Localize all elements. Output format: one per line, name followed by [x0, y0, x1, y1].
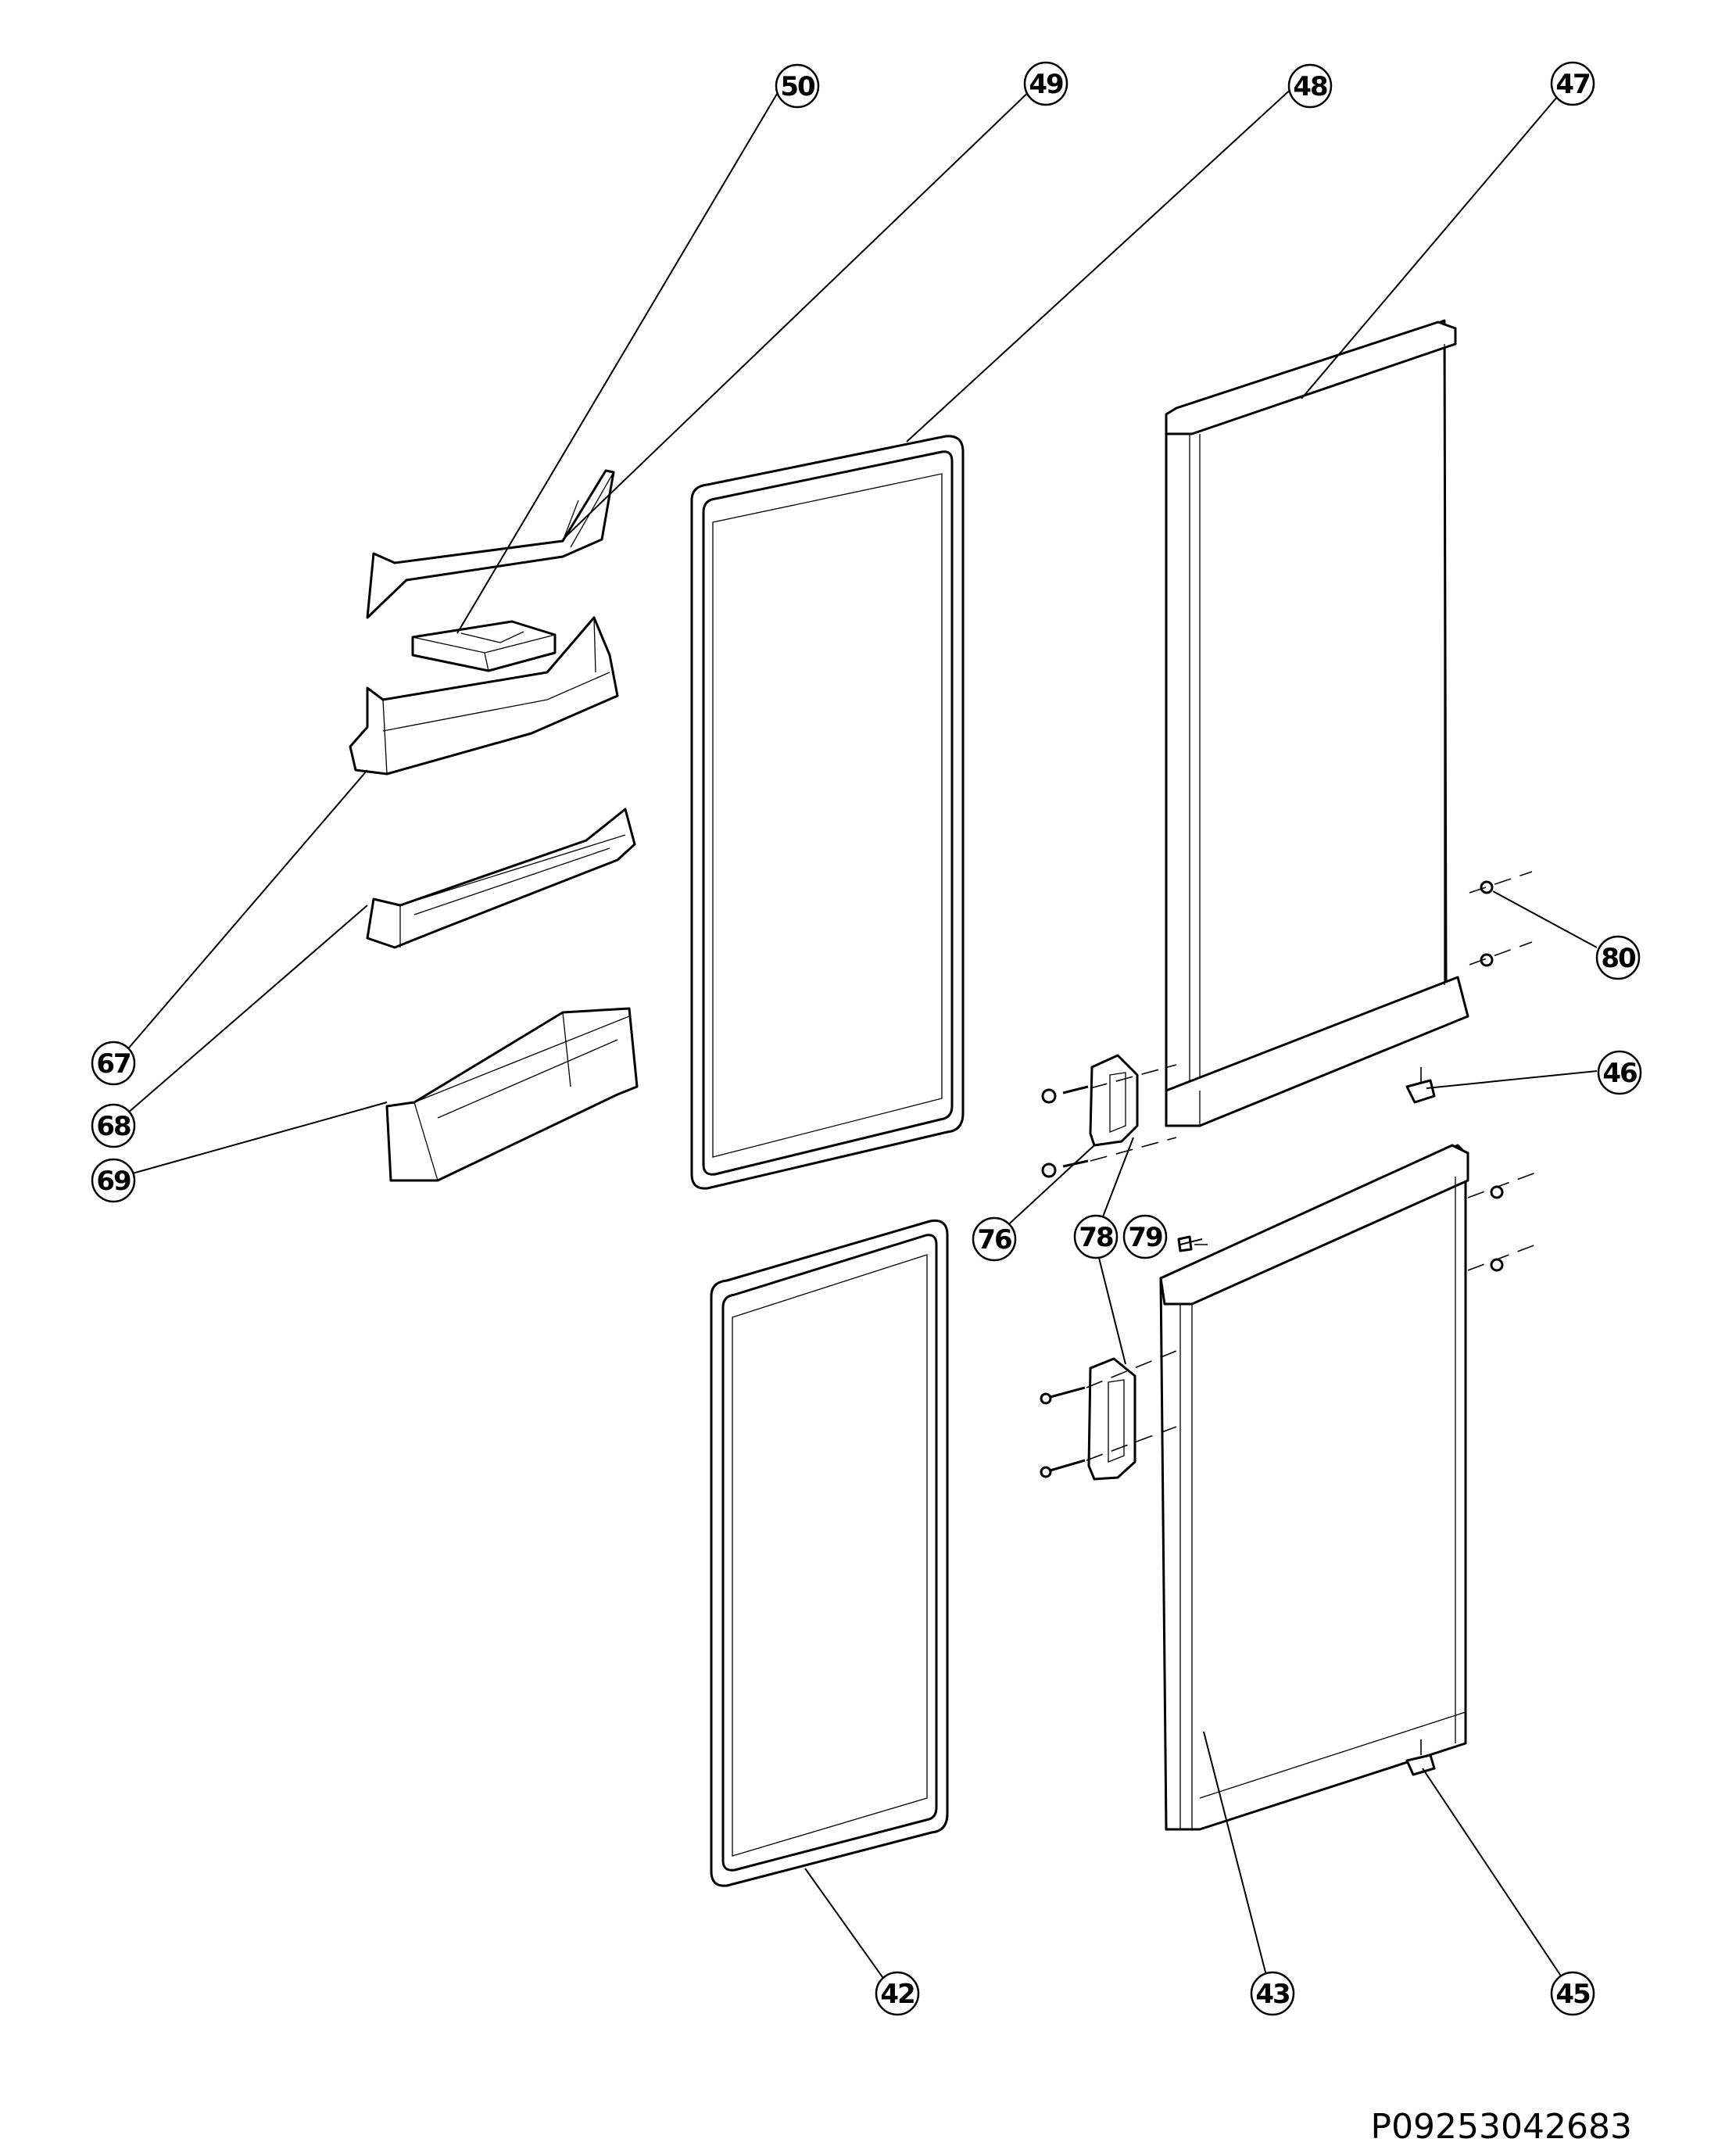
callout-circle — [1023, 61, 1068, 106]
callout-79: 79 — [1122, 1214, 1168, 1259]
callout-label: 42 — [880, 1979, 914, 2010]
handle-upper-part-78 — [1089, 1054, 1139, 1147]
callout-80: 80 — [1595, 935, 1641, 980]
hinge-part-45 — [1405, 1739, 1436, 1776]
callout-circle — [875, 1971, 920, 2016]
callout-label: 47 — [1555, 69, 1589, 100]
callout-label: 69 — [96, 1166, 131, 1197]
callout-circle — [1073, 1214, 1119, 1259]
callout-label: 48 — [1293, 71, 1327, 102]
callout-circle — [775, 63, 820, 109]
callout-label: 43 — [1255, 1979, 1289, 2010]
lower-door-part-43 — [1159, 1144, 1469, 1831]
caps-part-80 — [1467, 871, 1537, 1272]
gasket-upper-part-48 — [690, 435, 965, 1190]
callout-43: 43 — [1250, 1971, 1295, 2016]
shelf-cover-part-49 — [366, 469, 615, 619]
callout-label: 45 — [1555, 1979, 1590, 2010]
door-shelf-part-68 — [366, 808, 636, 949]
callout-label: 76 — [977, 1224, 1011, 1256]
leader-lines — [115, 85, 1598, 1994]
bottle-shelf-part-69 — [385, 1007, 639, 1182]
callout-label: 67 — [96, 1048, 130, 1080]
callout-49: 49 — [1023, 61, 1068, 106]
callout-label: 80 — [1601, 943, 1636, 974]
callout-47: 47 — [1550, 61, 1595, 106]
callout-balloons: 50 49 48 47 80 46 67 68 69 76 78 79 42 43 45 — [91, 61, 1642, 2016]
callout-68: 68 — [91, 1103, 136, 1148]
callout-76: 76 — [972, 1216, 1017, 1262]
callout-circle — [1550, 1971, 1595, 2016]
callout-67: 67 — [91, 1041, 136, 1086]
callout-label: 68 — [96, 1111, 131, 1142]
callout-label: 50 — [780, 71, 815, 102]
callout-circle — [1250, 1971, 1295, 2016]
callout-circle — [972, 1216, 1017, 1262]
screws-upper-handle — [1041, 1064, 1177, 1178]
callout-circle — [91, 1041, 136, 1086]
callout-48: 48 — [1287, 63, 1333, 109]
drawing-code: P09253042683 — [1371, 2107, 1632, 2147]
hinge-part-46 — [1405, 1067, 1436, 1104]
callout-circle — [1595, 935, 1641, 980]
egg-tray-part-50 — [411, 620, 557, 672]
callout-label: 79 — [1128, 1222, 1162, 1253]
callout-69: 69 — [91, 1158, 136, 1203]
callout-50: 50 — [775, 63, 820, 109]
screws-lower-handle — [1040, 1350, 1177, 1478]
callout-78: 78 — [1073, 1214, 1119, 1259]
callout-42: 42 — [875, 1971, 920, 2016]
callout-45: 45 — [1550, 1971, 1595, 2016]
callout-label: 46 — [1602, 1058, 1637, 1089]
callout-circle — [1597, 1050, 1642, 1095]
handle-lower-part-78 — [1087, 1357, 1136, 1481]
callout-circle — [1287, 63, 1333, 109]
callout-label: 49 — [1029, 69, 1063, 100]
callout-46: 46 — [1597, 1050, 1642, 1095]
callout-label: 78 — [1079, 1222, 1113, 1253]
gasket-lower-part-42 — [710, 1219, 949, 1887]
door-shelf-part-67 — [349, 616, 619, 776]
callout-circle — [91, 1158, 136, 1203]
upper-door-part-47 — [1165, 319, 1469, 1127]
callout-circle — [91, 1103, 136, 1148]
callout-circle — [1122, 1214, 1168, 1259]
callout-circle — [1550, 61, 1595, 106]
